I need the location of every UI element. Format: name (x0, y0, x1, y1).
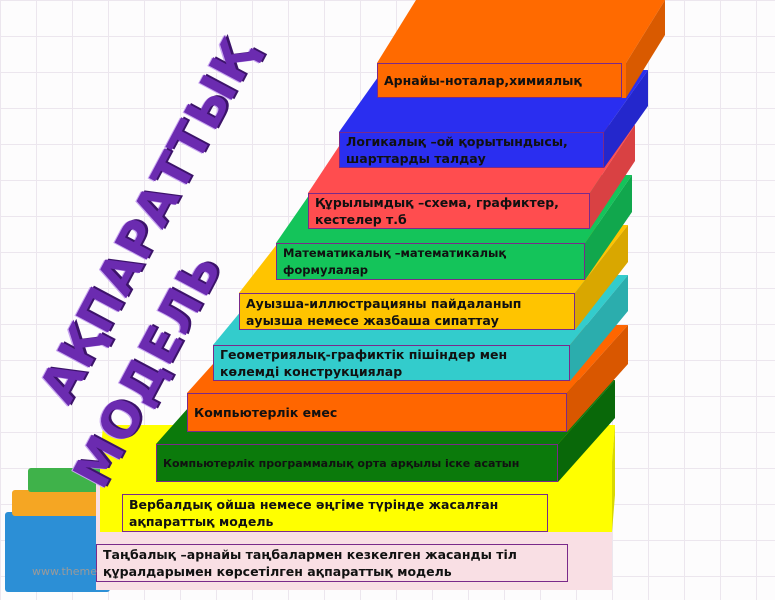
step-label: Ауызша-иллюстрацияны пайдаланып ауызша н… (239, 293, 575, 330)
step-side-face (612, 425, 615, 532)
step-side-face (590, 125, 635, 229)
step-label: Математикалық –математикалық формулалар (276, 243, 585, 280)
book-icon (5, 512, 110, 592)
step-side-face (570, 275, 628, 381)
step-side-face (558, 380, 615, 482)
step-label: Таңбалық –арнайы таңбалармен кезкелген ж… (96, 544, 568, 582)
step-side-face (604, 70, 648, 168)
step-label: Құрылымдық –схема, графиктер, кестелер т… (308, 193, 590, 229)
step-label: Арнайы-ноталар,химиялық (377, 63, 622, 98)
step-side-face (585, 175, 632, 280)
step-side-face (626, 0, 665, 98)
step-label: Вербалдық ойша немесе әңгіме түрінде жас… (122, 494, 548, 532)
step-label: Геометриялық-графиктік пішіндер мен көле… (213, 345, 570, 381)
site-url: www.theme (32, 565, 98, 578)
step-label: Компьютерлік емес (187, 393, 567, 432)
step-side-face (567, 325, 628, 432)
step-label: Компьютерлік программалық орта арқылы іс… (156, 444, 558, 482)
step-side-face (575, 225, 628, 330)
book-icon (12, 490, 112, 516)
step-label: Логикалық –ой қорытындысы, шарттарды тал… (339, 132, 604, 168)
step-top-face (377, 0, 665, 63)
